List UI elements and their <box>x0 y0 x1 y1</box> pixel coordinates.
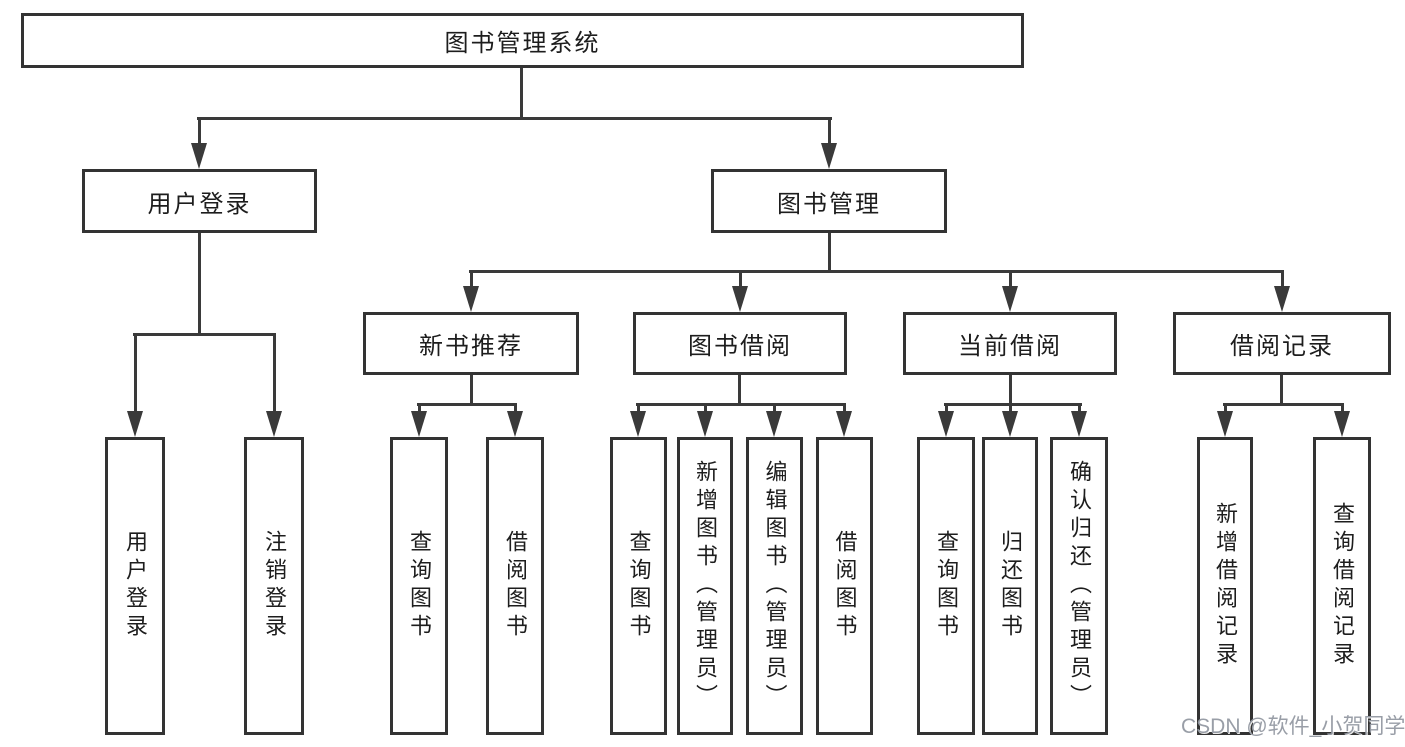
leaf-bb-edit-books-admin: 编辑图书（管理员） <box>746 437 803 735</box>
leaf-br-add-record-label: 新增借阅记录 <box>1213 502 1238 670</box>
leaf-cb-return-books: 归还图书 <box>982 437 1038 735</box>
edge-current-borrowing-split <box>944 403 1082 406</box>
arrow-to-bb-add-books-icon <box>697 403 713 437</box>
arrow-to-login-icon <box>127 333 143 437</box>
edge-current-borrowing-stem <box>1009 375 1012 406</box>
leaf-bb-query-books-label: 查询图书 <box>626 530 652 642</box>
node-borrowing-records-label: 借阅记录 <box>1230 333 1334 360</box>
edge-user-login-stem <box>198 233 201 335</box>
node-book-borrowing-label: 图书借阅 <box>688 333 792 360</box>
edge-book-borrowing-stem <box>738 375 741 406</box>
leaf-cb-return-books-label: 归还图书 <box>998 530 1023 642</box>
arrow-to-book-borrowing-icon <box>732 270 748 312</box>
arrow-to-logout-icon <box>266 333 282 437</box>
leaf-user-login: 用户登录 <box>105 437 165 735</box>
leaf-cb-confirm-return-admin: 确认归还（管理员） <box>1050 437 1108 735</box>
leaf-bb-add-books-admin-label: 新增图书（管理员） <box>693 460 718 712</box>
leaf-bb-edit-books-admin-label: 编辑图书（管理员） <box>762 460 788 712</box>
arrow-to-book-management-icon <box>821 117 837 169</box>
arrow-to-nb-query-books-icon <box>411 403 427 437</box>
arrow-to-cb-query-books-icon <box>938 403 954 437</box>
arrow-to-br-add-record-icon <box>1217 403 1233 437</box>
leaf-cb-query-books-label: 查询图书 <box>934 530 959 642</box>
leaf-cb-confirm-return-admin-label: 确认归还（管理员） <box>1067 460 1092 712</box>
node-root: 图书管理系统 <box>21 13 1024 68</box>
edge-new-books-stem <box>470 375 473 406</box>
leaf-logout-label: 注销登录 <box>262 530 287 642</box>
edge-root-stem <box>520 68 523 120</box>
edge-book-borrowing-split <box>636 403 846 406</box>
node-new-book-recommendation: 新书推荐 <box>363 312 579 375</box>
node-book-management-label: 图书管理 <box>777 190 881 218</box>
arrow-to-new-books-icon <box>463 270 479 312</box>
edge-new-books-split <box>417 403 517 406</box>
arrow-to-borrowing-records-icon <box>1274 270 1290 312</box>
leaf-bb-add-books-admin: 新增图书（管理员） <box>677 437 733 735</box>
node-book-borrowing: 图书借阅 <box>633 312 847 375</box>
leaf-cb-query-books: 查询图书 <box>917 437 975 735</box>
arrow-to-cb-confirm-return-icon <box>1071 403 1087 437</box>
edge-book-management-split <box>469 270 1282 273</box>
edge-user-login-split <box>133 333 276 336</box>
arrow-to-user-login-icon <box>191 117 207 169</box>
leaf-nb-borrow-books-label: 借阅图书 <box>503 530 528 642</box>
node-current-borrowing-label: 当前借阅 <box>958 333 1062 360</box>
leaf-bb-borrow-books: 借阅图书 <box>816 437 873 735</box>
csdn-watermark: CSDN @软件_小贺同学 <box>1181 715 1405 738</box>
arrow-to-bb-edit-books-icon <box>766 403 782 437</box>
arrow-to-nb-borrow-books-icon <box>507 403 523 437</box>
edge-book-management-stem <box>828 233 831 273</box>
node-borrowing-records: 借阅记录 <box>1173 312 1391 375</box>
arrow-to-bb-query-books-icon <box>630 403 646 437</box>
leaf-br-add-record: 新增借阅记录 <box>1197 437 1253 735</box>
leaf-nb-borrow-books: 借阅图书 <box>486 437 544 735</box>
leaf-user-login-label: 用户登录 <box>123 530 148 642</box>
edge-borrowing-records-stem <box>1280 375 1283 406</box>
leaf-nb-query-books: 查询图书 <box>390 437 448 735</box>
arrow-to-cb-return-books-icon <box>1002 403 1018 437</box>
node-user-login: 用户登录 <box>82 169 317 233</box>
arrow-to-current-borrowing-icon <box>1002 270 1018 312</box>
edge-root-split <box>197 117 832 120</box>
leaf-br-query-record-label: 查询借阅记录 <box>1330 502 1355 670</box>
arrow-to-bb-borrow-books-icon <box>836 403 852 437</box>
leaf-bb-query-books: 查询图书 <box>610 437 667 735</box>
leaf-br-query-record: 查询借阅记录 <box>1313 437 1371 735</box>
leaf-nb-query-books-label: 查询图书 <box>407 530 432 642</box>
node-current-borrowing: 当前借阅 <box>903 312 1117 375</box>
node-new-book-recommendation-label: 新书推荐 <box>419 333 523 360</box>
node-book-management: 图书管理 <box>711 169 947 233</box>
arrow-to-br-query-record-icon <box>1334 403 1350 437</box>
node-user-login-label: 用户登录 <box>147 190 252 218</box>
leaf-bb-borrow-books-label: 借阅图书 <box>832 530 858 642</box>
edge-borrowing-records-split <box>1223 403 1344 406</box>
node-root-label: 图书管理系统 <box>444 30 601 57</box>
leaf-logout: 注销登录 <box>244 437 304 735</box>
